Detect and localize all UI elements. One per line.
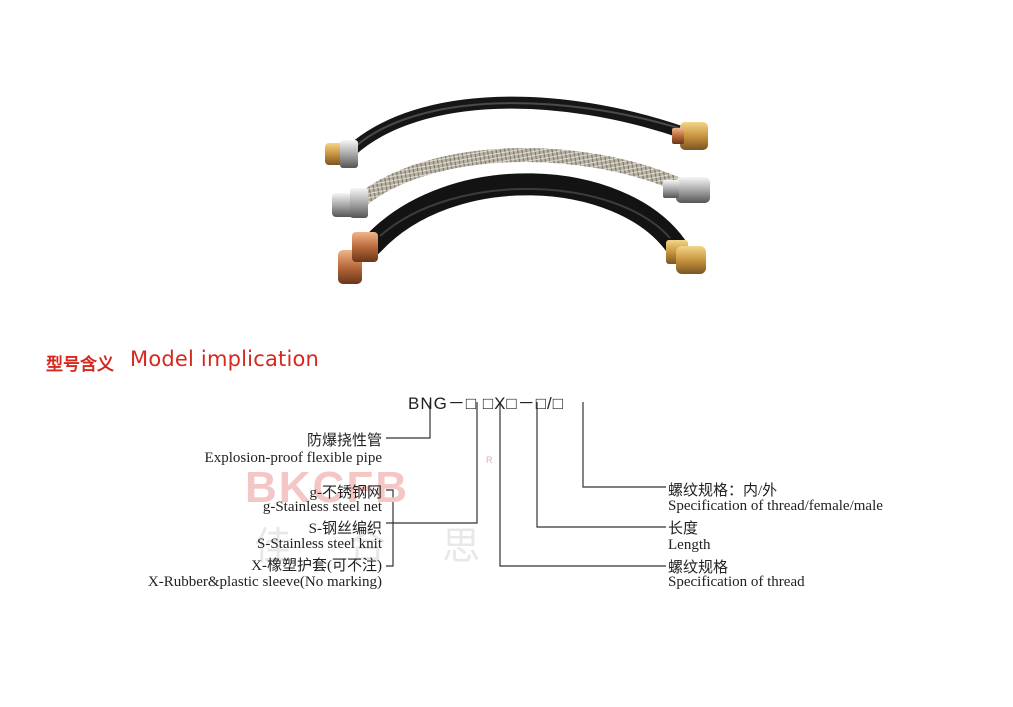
hose-braided-middle bbox=[332, 148, 710, 218]
watermark-cn: 佳 合 思 bbox=[254, 524, 503, 568]
connector-lines bbox=[386, 402, 666, 567]
label-explosion-en: Explosion-proof flexible pipe bbox=[204, 450, 382, 466]
line-thread-type bbox=[582, 402, 666, 488]
model-code: BNG－□ □X□－□/□ bbox=[408, 394, 564, 413]
heading-en: Model implication bbox=[130, 347, 320, 371]
label-x-en: X-Rubber&plastic sleeve(No marking) bbox=[147, 574, 382, 590]
label-thread-spec-cn: 螺纹规格 bbox=[668, 560, 729, 576]
bracket-material bbox=[386, 489, 394, 567]
label-thread-type-cn: 螺纹规格：内/外 bbox=[668, 483, 778, 499]
label-s-cn: S-钢丝编织 bbox=[308, 521, 382, 537]
heading-cn: 型号含义 bbox=[46, 355, 114, 375]
line-first-box bbox=[386, 402, 478, 524]
label-x-cn: X-橡塑护套(可不注) bbox=[251, 558, 382, 574]
label-s-en: S-Stainless steel knit bbox=[257, 536, 382, 552]
label-explosion-cn: 防爆挠性管 bbox=[306, 433, 382, 449]
label-length-cn: 长度 bbox=[668, 521, 699, 537]
watermark-registered: R bbox=[486, 455, 493, 465]
line-second-box bbox=[499, 402, 666, 567]
hose-black-top bbox=[325, 96, 708, 168]
watermark-logo: BKCFB bbox=[245, 463, 409, 512]
label-g-en: g-Stainless steel net bbox=[262, 499, 382, 515]
label-g-cn: g-不锈钢网 bbox=[309, 485, 383, 501]
label-length-en: Length bbox=[668, 537, 711, 553]
line-x-box bbox=[536, 402, 666, 528]
label-thread-type-en: Specification of thread/female/male bbox=[668, 498, 883, 514]
label-thread-spec-en: Specification of thread bbox=[668, 574, 805, 590]
hose-black-bottom bbox=[338, 173, 706, 284]
line-bng bbox=[386, 402, 431, 439]
